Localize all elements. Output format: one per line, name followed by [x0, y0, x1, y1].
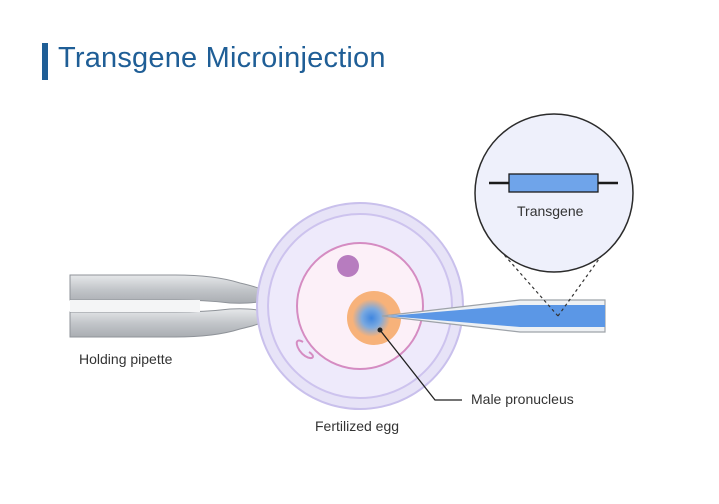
transgene-callout: [474, 113, 634, 317]
zoom-circle: [474, 113, 634, 273]
page-title: Transgene Microinjection: [58, 42, 386, 74]
leader-dot: [377, 327, 383, 333]
transgene-label: Transgene: [517, 203, 584, 219]
male-pronucleus-leader: [379, 329, 462, 401]
fertilized-egg-label: Fertilized egg: [315, 418, 400, 434]
holding-pipette: [69, 274, 267, 338]
female-pronucleus: [337, 255, 359, 277]
male-pronucleus-label: Male pronucleus: [471, 391, 574, 407]
transgene-box: [508, 173, 599, 193]
injection-needle: [381, 299, 606, 333]
polar-body: [295, 339, 314, 360]
fertilized-egg: [256, 202, 464, 410]
holding-pipette-label: Holding pipette: [79, 351, 173, 367]
male-pronucleus: [347, 291, 401, 345]
title-accent-bar: [42, 43, 48, 80]
